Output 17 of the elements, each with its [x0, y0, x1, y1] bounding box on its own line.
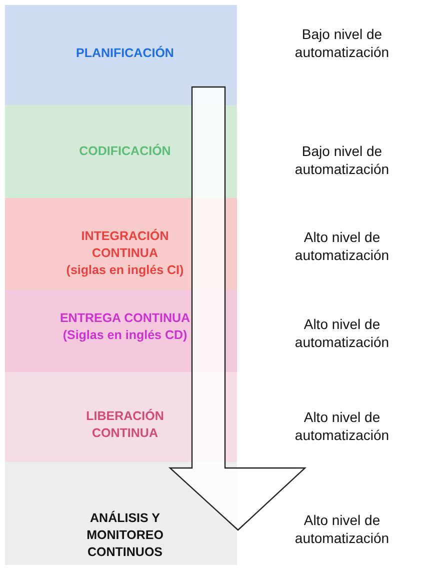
- block-arrow: [168, 86, 307, 531]
- stage-label: PLANIFICACIÓN: [75, 45, 175, 62]
- stage-label: ENTREGA CONTINUA: [58, 310, 192, 327]
- stage-label: (siglas en inglés CI): [65, 262, 185, 279]
- automation-note: Alto nivel de automatización: [294, 511, 390, 547]
- stage-band: [5, 462, 237, 565]
- automation-note: Bajo nivel de automatización: [294, 142, 390, 178]
- automation-note: Alto nivel de automatización: [294, 228, 390, 264]
- stage-label: LIBERACIÓN CONTINUA: [85, 408, 165, 442]
- automation-note: Alto nivel de automatización: [294, 408, 390, 444]
- stage-label: ANÁLISIS Y MONITOREO CONTINUOS: [86, 510, 164, 561]
- stage-label: (Siglas en inglés CD): [62, 327, 188, 344]
- stage-label: INTEGRACIÓN CONTINUA: [80, 228, 170, 262]
- automation-note: Bajo nivel de automatización: [294, 25, 390, 61]
- stage-label: CODIFICACIÓN: [78, 143, 172, 160]
- automation-note: Alto nivel de automatización: [294, 315, 390, 351]
- stage-band: [5, 5, 237, 105]
